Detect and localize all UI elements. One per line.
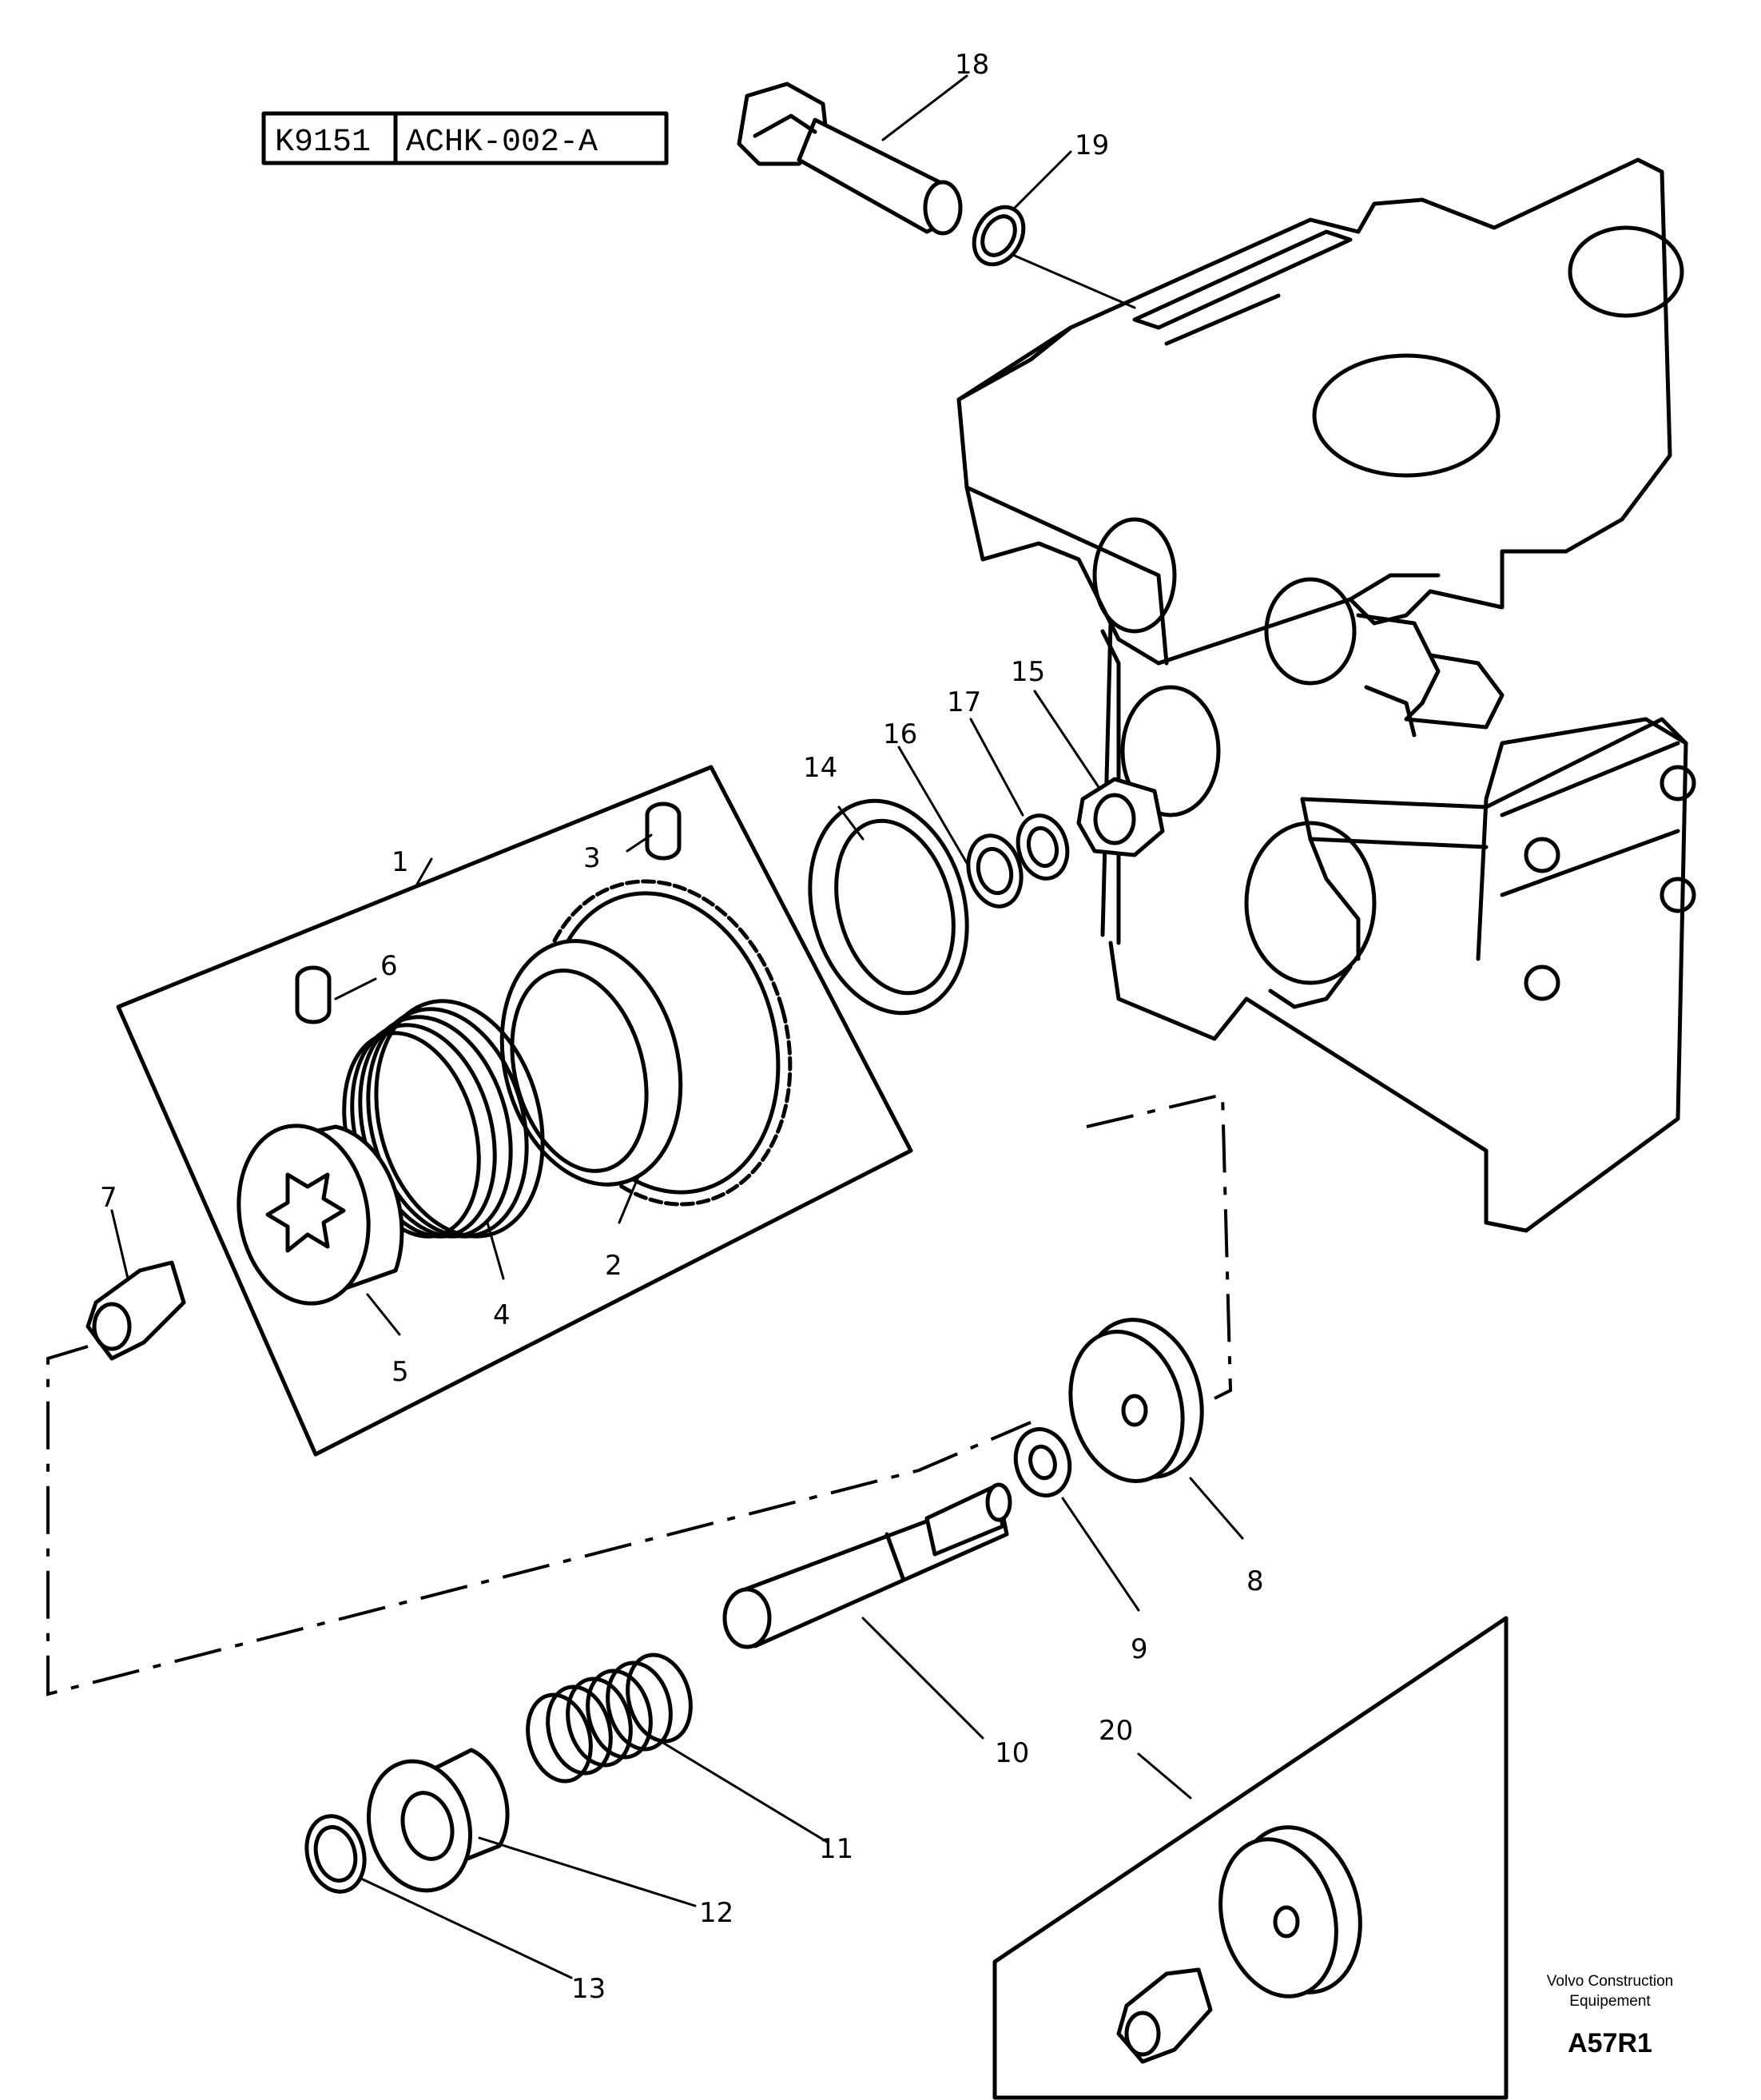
reference-left: K9151 — [275, 125, 371, 161]
bolt-part-18 — [737, 82, 963, 236]
nut-part-15 — [1076, 777, 1165, 857]
callout-3: 3 — [583, 842, 601, 874]
callout-12: 12 — [699, 1897, 733, 1929]
reference-right: ACHK-002-A — [406, 125, 598, 161]
hub-part-5 — [237, 1124, 404, 1306]
callout-leaders — [110, 74, 1244, 1979]
callout-14: 14 — [803, 752, 837, 784]
footer-line-1: Volvo Construction — [1547, 1973, 1673, 1990]
plug-part-7 — [85, 1260, 186, 1361]
callout-9: 9 — [1131, 1633, 1148, 1665]
footer-line-2: Equipement — [1569, 1993, 1651, 2010]
washer-part-16 — [966, 833, 1024, 909]
callout-6: 6 — [380, 950, 398, 982]
kit-disc-part-20 — [1218, 1825, 1362, 1999]
spring-part-11 — [526, 1653, 693, 1784]
callout-18: 18 — [955, 49, 989, 81]
pin-part-6 — [295, 965, 332, 1024]
callout-labels: 1 2 3 4 5 6 7 8 9 10 11 12 13 14 15 16 1… — [100, 49, 1264, 2005]
washer-part-9 — [1013, 1427, 1072, 1497]
assembly-center-lines — [46, 1092, 1233, 1696]
engine-block — [956, 157, 1696, 1233]
kit-plug-part-20 — [1116, 1967, 1213, 2064]
callout-5: 5 — [392, 1356, 409, 1388]
circlip-part-13 — [304, 1814, 367, 1894]
callout-11: 11 — [819, 1833, 853, 1865]
kit-outline-20 — [992, 1616, 1509, 2100]
callout-15: 15 — [1011, 656, 1045, 688]
callout-17: 17 — [947, 686, 981, 718]
callout-19: 19 — [1075, 129, 1109, 161]
gear-part-2 — [499, 879, 793, 1207]
disc-part-8 — [1068, 1318, 1204, 1483]
callout-10: 10 — [995, 1737, 1029, 1769]
shaft-part-10 — [722, 1482, 1012, 1649]
bushing-part-12 — [366, 1748, 510, 1893]
washer-part-19 — [972, 205, 1026, 267]
callout-7: 7 — [100, 1182, 117, 1214]
callout-16: 16 — [883, 718, 917, 750]
publisher-footer: Volvo Construction Equipement A57R1 — [1547, 1973, 1673, 2058]
reference-box: K9151 ACHK-002-A — [261, 111, 669, 165]
callout-20: 20 — [1099, 1715, 1133, 1747]
callout-2: 2 — [605, 1250, 622, 1282]
seal-part-14 — [808, 798, 969, 1016]
pin-part-3 — [645, 801, 682, 861]
callout-8: 8 — [1246, 1565, 1264, 1597]
lock-washer-part-17 — [1016, 813, 1070, 881]
callout-1: 1 — [392, 846, 409, 878]
callout-13: 13 — [571, 1973, 606, 2005]
callout-4: 4 — [493, 1299, 511, 1331]
footer-code: A57R1 — [1568, 2028, 1652, 2058]
assembly-outline-1 — [116, 765, 913, 1457]
